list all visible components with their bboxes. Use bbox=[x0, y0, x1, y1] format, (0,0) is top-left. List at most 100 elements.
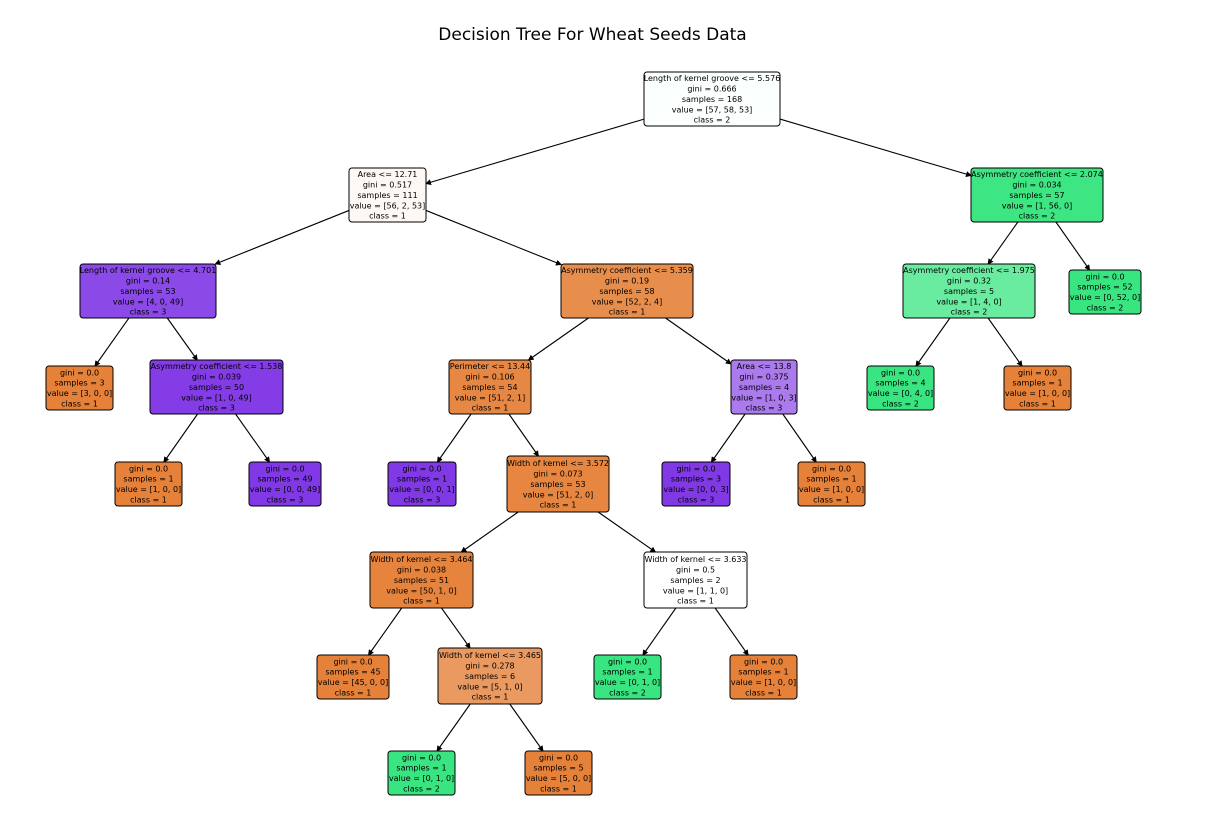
tree-node-line: class = 2 bbox=[1087, 304, 1124, 313]
tree-node-line: samples = 1 bbox=[806, 475, 856, 484]
tree-node-line: gini = 0.073 bbox=[533, 470, 582, 479]
tree-node-box bbox=[45, 365, 114, 411]
tree-node-box bbox=[560, 263, 694, 319]
tree-node-line: samples = 3 bbox=[671, 475, 721, 484]
tree-node-box bbox=[661, 461, 731, 507]
tree-node-line: gini = 0.0 bbox=[744, 657, 783, 666]
tree-node-line: value = [0, 52, 0] bbox=[1070, 293, 1140, 302]
tree-edge bbox=[166, 317, 198, 361]
tree-node-box bbox=[149, 359, 284, 415]
tree-edge bbox=[714, 607, 749, 656]
tree-node-line: value = [45, 0, 0] bbox=[318, 678, 388, 687]
tree-node-line: value = [1, 1, 0] bbox=[663, 586, 728, 595]
tree-node-line: class = 3 bbox=[267, 496, 304, 505]
tree-node-line: samples = 5 bbox=[944, 287, 994, 296]
tree-node-line: value = [1, 0, 0] bbox=[731, 678, 796, 687]
tree-node-line: Area <= 13.8 bbox=[737, 362, 792, 371]
tree-edge bbox=[441, 607, 471, 649]
tree-node-box bbox=[866, 365, 935, 411]
tree-node-line: Width of kernel <= 3.465 bbox=[439, 651, 541, 660]
tree-edge bbox=[915, 317, 951, 367]
tree-node-line: value = [1, 0, 0] bbox=[116, 485, 181, 494]
tree-node-line: gini = 0.0 bbox=[1085, 272, 1124, 281]
tree-node-line: class = 1 bbox=[677, 597, 714, 606]
tree-node-line: class = 2 bbox=[609, 689, 646, 698]
tree-node-line: gini = 0.517 bbox=[363, 181, 412, 190]
tree-edge bbox=[509, 703, 544, 752]
tree-edge bbox=[235, 413, 271, 463]
tree-node-line: class = 1 bbox=[813, 496, 850, 505]
tree-node-box bbox=[387, 461, 457, 507]
tree-edge bbox=[367, 607, 403, 656]
tree-node-line: samples = 1 bbox=[396, 764, 446, 773]
tree-node-line: gini = 0.278 bbox=[465, 662, 514, 671]
tree-node-line: class = 1 bbox=[745, 689, 782, 698]
tree-node-line: samples = 54 bbox=[462, 383, 517, 392]
tree-node-line: value = [5, 1, 0] bbox=[457, 682, 522, 691]
tree-node-line: gini = 0.14 bbox=[126, 277, 170, 286]
tree-edge bbox=[460, 511, 519, 553]
tree-node-box bbox=[448, 359, 532, 415]
tree-node-box bbox=[643, 71, 781, 127]
tree-node-line: gini = 0.0 bbox=[881, 368, 920, 377]
tree-node-line: Area <= 12.71 bbox=[358, 170, 418, 179]
tree-node-line: class = 1 bbox=[369, 212, 406, 221]
tree-node-line: value = [1, 4, 0] bbox=[936, 297, 1001, 306]
tree-node-line: class = 3 bbox=[746, 404, 783, 413]
tree-node-line: value = [0, 0, 3] bbox=[663, 485, 728, 494]
tree-node-line: value = [52, 2, 4] bbox=[592, 297, 662, 306]
tree-node-line: value = [57, 58, 53] bbox=[672, 105, 753, 114]
tree-node-box bbox=[1068, 269, 1142, 315]
tree-node-line: value = [1, 56, 0] bbox=[1002, 201, 1072, 210]
tree-node-line: Length of kernel groove <= 4.701 bbox=[80, 266, 217, 275]
tree-node-line: samples = 4 bbox=[739, 383, 789, 392]
tree-node-line: class = 1 bbox=[61, 400, 98, 409]
tree-edge bbox=[94, 317, 130, 367]
tree-node-line: gini = 0.375 bbox=[739, 373, 788, 382]
tree-node-line: gini = 0.0 bbox=[1018, 368, 1057, 377]
tree-edge bbox=[987, 221, 1019, 265]
tree-node-line: Asymmetry coefficient <= 1.538 bbox=[151, 362, 283, 371]
tree-node-line: Asymmetry coefficient <= 5.359 bbox=[561, 266, 693, 275]
tree-node-line: gini = 0.0 bbox=[539, 753, 578, 762]
tree-node-line: value = [0, 1, 0] bbox=[389, 774, 454, 783]
tree-node-box bbox=[387, 750, 456, 796]
tree-node-box bbox=[643, 551, 748, 609]
tree-node-line: Width of kernel <= 3.572 bbox=[507, 459, 609, 468]
tree-node-line: samples = 111 bbox=[357, 191, 417, 200]
tree-node-box bbox=[248, 461, 322, 507]
tree-node: Length of kernel groove <= 4.701 gini = 0… bbox=[79, 263, 217, 319]
tree-node-box bbox=[730, 359, 798, 415]
tree-node-box bbox=[369, 551, 474, 609]
tree-node-line: samples = 57 bbox=[1009, 191, 1064, 200]
tree-edge bbox=[436, 413, 472, 463]
tree-node-line: samples = 58 bbox=[599, 287, 654, 296]
tree-node-line: gini = 0.0 bbox=[402, 753, 441, 762]
tree-edge bbox=[214, 209, 350, 265]
tree-node-line: gini = 0.0 bbox=[129, 464, 168, 473]
tree-node-line: value = [3, 0, 0] bbox=[47, 389, 112, 398]
tree-node-line: samples = 3 bbox=[54, 379, 104, 388]
tree-node-line: gini = 0.038 bbox=[397, 566, 446, 575]
tree-node-line: gini = 0.0 bbox=[333, 657, 372, 666]
tree-edge bbox=[987, 317, 1023, 367]
tree-node-box bbox=[114, 461, 183, 507]
tree-node-line: samples = 1 bbox=[602, 668, 652, 677]
tree-node-line: Asymmetry coefficient <= 1.975 bbox=[903, 266, 1035, 275]
tree-node-line: Width of kernel <= 3.633 bbox=[644, 555, 746, 564]
tree-node-line: class = 2 bbox=[951, 308, 988, 317]
tree-node-line: value = [0, 1, 0] bbox=[595, 678, 660, 687]
tree-node-line: value = [0, 0, 1] bbox=[389, 485, 454, 494]
tree-node-box bbox=[316, 654, 390, 700]
